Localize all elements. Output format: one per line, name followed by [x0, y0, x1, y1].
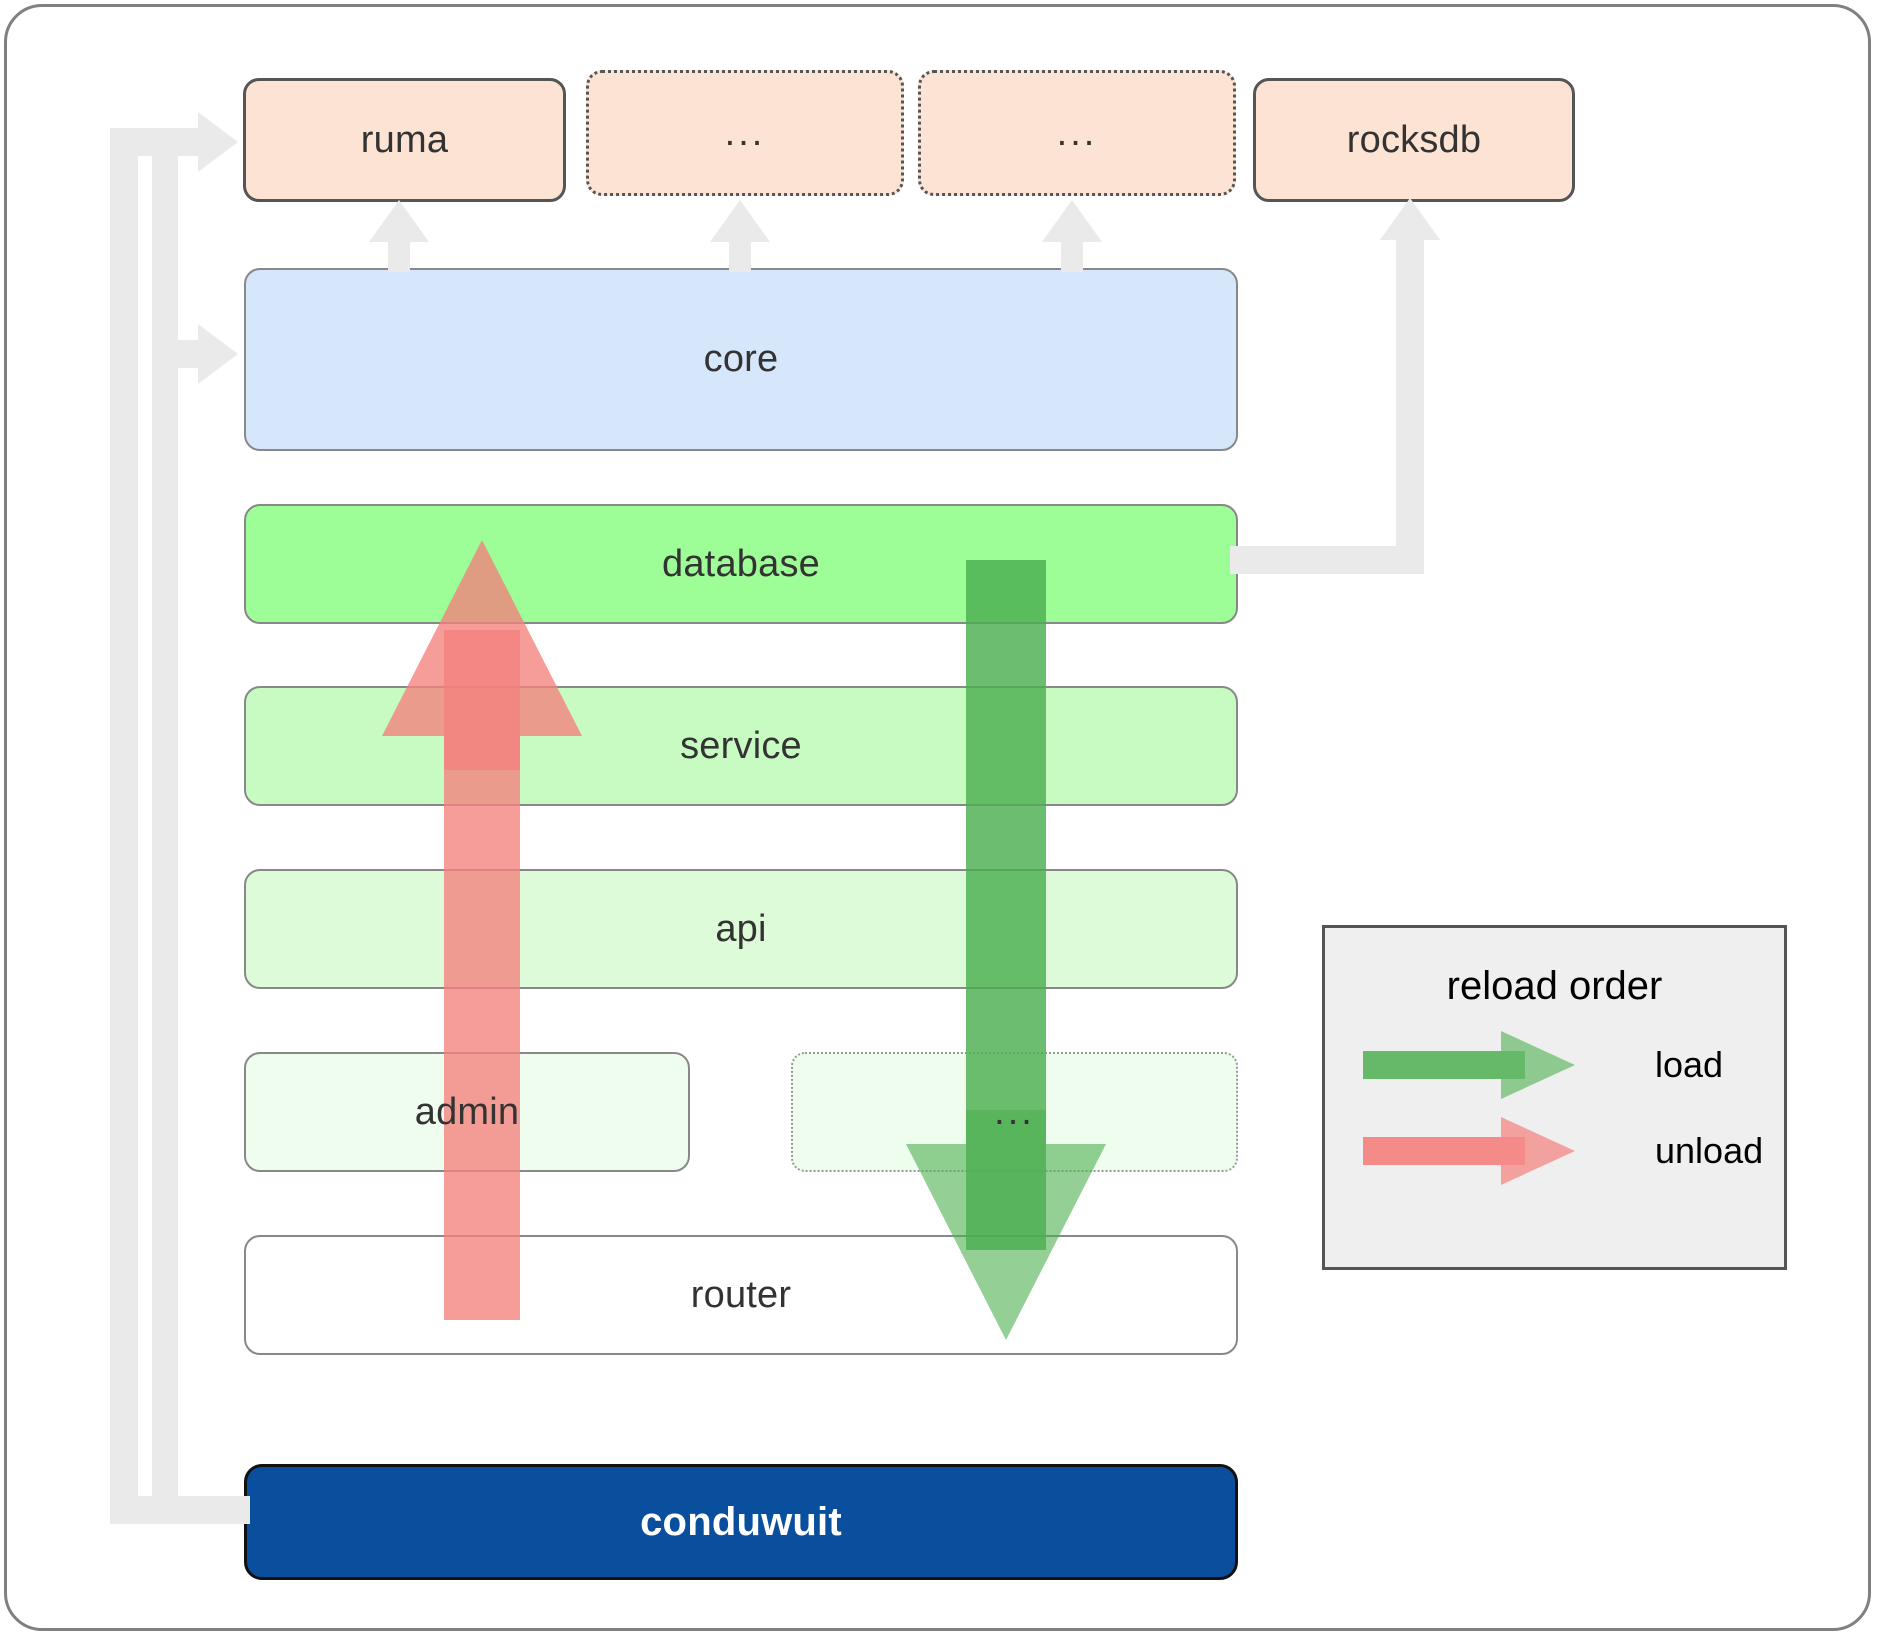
legend-item-load-label: load: [1655, 1044, 1724, 1085]
connector-trunk-vertical: [110, 128, 138, 1524]
node-dependency-placeholder-1-label: ...: [724, 111, 766, 154]
node-router-label: router: [690, 1273, 792, 1316]
node-dependency-placeholder-1[interactable]: ...: [586, 70, 904, 196]
legend-panel: reload order load unload: [1322, 925, 1787, 1270]
unload-arrow-icon: [1363, 1117, 1581, 1185]
node-dependency-placeholder-2[interactable]: ...: [918, 70, 1236, 196]
node-admin-label: admin: [414, 1090, 520, 1133]
node-api-label: api: [715, 907, 767, 950]
connector-arrowhead-rocksdb: [1380, 198, 1440, 240]
node-dependency-placeholder-2-label: ...: [1056, 111, 1098, 154]
connector-database-to-rocksdb-vertical: [1396, 230, 1424, 574]
node-database[interactable]: database: [244, 504, 1238, 624]
diagram-frame: [4, 4, 1871, 1631]
load-arrow-icon: [1363, 1031, 1581, 1099]
node-service[interactable]: service: [244, 686, 1238, 806]
node-router[interactable]: router: [244, 1235, 1238, 1355]
connector-branch-core: [152, 340, 204, 368]
node-core-label: core: [703, 338, 779, 380]
node-conduwuit[interactable]: conduwuit: [244, 1464, 1238, 1580]
node-api[interactable]: api: [244, 869, 1238, 989]
node-rocksdb-label: rocksdb: [1346, 118, 1482, 161]
connector-trunk-inner: [152, 128, 178, 1524]
node-admin[interactable]: admin: [244, 1052, 690, 1172]
node-core[interactable]: core: [244, 268, 1238, 451]
node-ruma-label: ruma: [360, 118, 449, 161]
node-rocksdb[interactable]: rocksdb: [1253, 78, 1575, 202]
node-ruma[interactable]: ruma: [243, 78, 566, 202]
node-conduwuit-label: conduwuit: [640, 1499, 842, 1544]
connector-arrowhead-core-dep1: [710, 200, 770, 242]
legend-item-load: load: [1325, 1031, 1784, 1099]
legend-item-unload-label: unload: [1655, 1130, 1764, 1171]
connector-arrowhead-core-dep2: [1042, 200, 1102, 242]
node-database-label: database: [662, 542, 820, 585]
connector-arrowhead-ruma: [198, 112, 238, 172]
legend-item-unload: unload: [1325, 1117, 1784, 1185]
connector-arrowhead-core: [198, 324, 238, 384]
node-service-label: service: [680, 724, 802, 767]
connector-arrowhead-core-ruma: [369, 200, 429, 242]
node-layer-placeholder-label: ...: [994, 1090, 1035, 1133]
legend-title: reload order: [1446, 964, 1663, 1008]
node-layer-placeholder[interactable]: ...: [791, 1052, 1238, 1172]
connector-database-to-rocksdb-horizontal: [1230, 546, 1410, 574]
